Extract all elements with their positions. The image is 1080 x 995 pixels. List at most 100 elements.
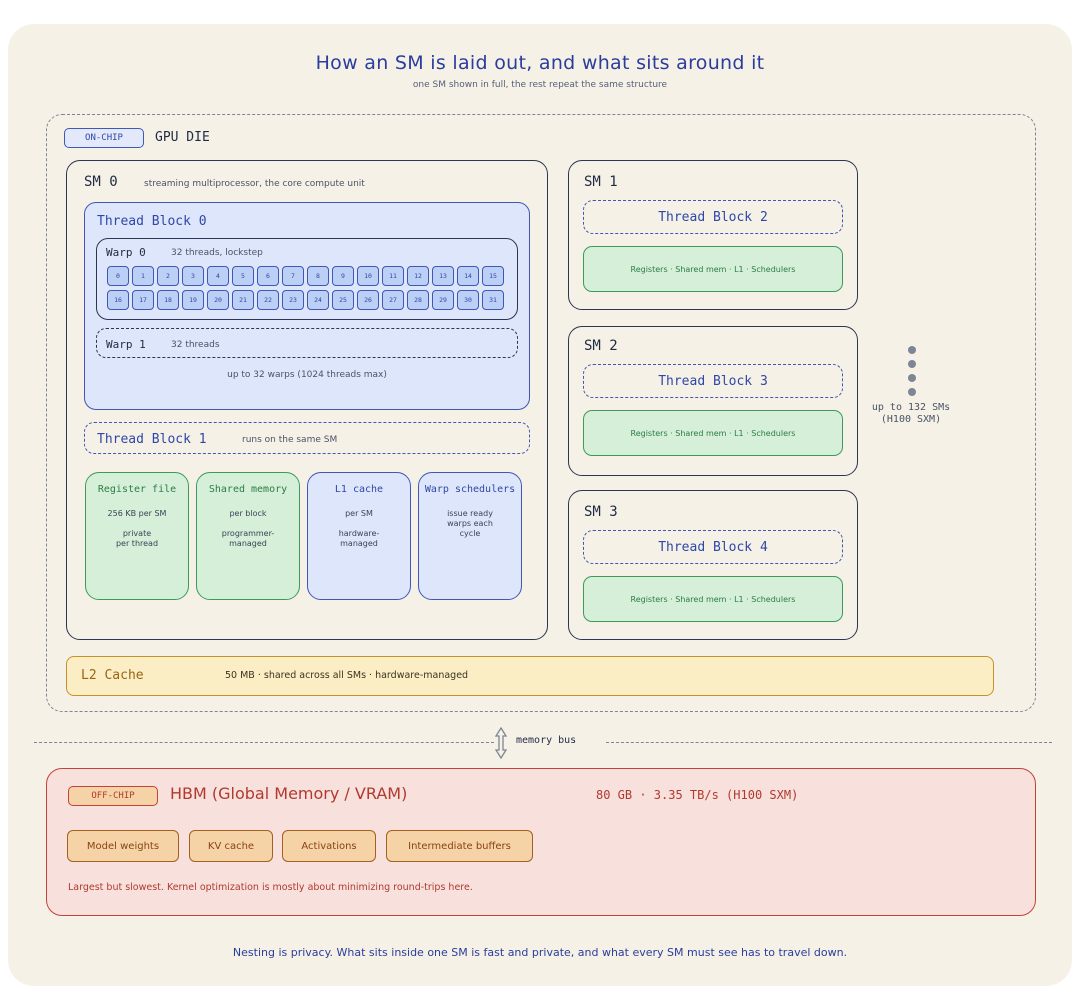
l1-cache-line: per SM <box>345 509 373 518</box>
thread-cell: 12 <box>407 266 429 286</box>
thread-cell: 22 <box>257 290 279 310</box>
memory-bus-line-left <box>34 742 494 743</box>
thread-cell: 10 <box>357 266 379 286</box>
l1-cache-line: hardware- <box>338 529 380 538</box>
l1-cache-line: managed <box>340 539 378 548</box>
hbm-chip-model-weights: Model weights <box>67 830 179 862</box>
thread-cell: 24 <box>307 290 329 310</box>
thread-cell: 27 <box>382 290 404 310</box>
thread-block-4: Thread Block 4 <box>583 530 843 564</box>
register-file-line: per thread <box>115 539 159 548</box>
l1-cache-title: L1 cache <box>334 484 384 495</box>
thread-cell: 6 <box>257 266 279 286</box>
hbm-chip-activations: Activations <box>282 830 376 862</box>
thread-cell: 25 <box>332 290 354 310</box>
hbm-chip-intermediate-buffers: Intermediate buffers <box>386 830 533 862</box>
gpu-die-region <box>46 114 1036 712</box>
thread-cell: 8 <box>307 266 329 286</box>
thread-cell: 4 <box>207 266 229 286</box>
sm-2-resources: Registers · Shared mem · L1 · Schedulers <box>583 410 843 456</box>
l2-cache-bar <box>66 656 994 696</box>
thread-cell: 20 <box>207 290 229 310</box>
thread-cell: 3 <box>182 266 204 286</box>
thread-cell: 30 <box>457 290 479 310</box>
sm-1-resources: Registers · Shared mem · L1 · Schedulers <box>583 246 843 292</box>
thread-block-1 <box>84 422 530 454</box>
hbm-note: Largest but slowest. Kernel optimization… <box>68 882 473 893</box>
thread-block-3: Thread Block 3 <box>583 364 843 398</box>
thread-cell: 0 <box>107 266 129 286</box>
warp-1 <box>96 328 518 358</box>
thread-cell: 13 <box>432 266 454 286</box>
thread-cell: 14 <box>457 266 479 286</box>
l1-cache-line <box>308 519 410 529</box>
diagram-footer: Nesting is privacy. What sits inside one… <box>232 946 848 959</box>
shared-memory-title: Shared memory <box>208 484 288 495</box>
register-file-box: Register file 256 KB per SM private per … <box>85 472 189 600</box>
warp-schedulers-line: cycle <box>459 529 481 538</box>
thread-cell: 21 <box>232 290 254 310</box>
warp-schedulers-box: Warp schedulers issue ready warps each c… <box>418 472 522 600</box>
register-file-line: private <box>122 529 152 538</box>
sm-2-label: SM 2 <box>584 338 618 354</box>
thread-cell: 18 <box>157 290 179 310</box>
memory-bus-arrow-icon <box>494 727 508 759</box>
shared-memory-line: managed <box>229 539 267 548</box>
thread-block-2: Thread Block 2 <box>583 200 843 234</box>
thread-cell: 7 <box>282 266 304 286</box>
diagram-canvas: How an SM is laid out, and what sits aro… <box>8 24 1072 986</box>
warp-0-label: Warp 0 <box>106 246 146 259</box>
memory-bus-label: memory bus <box>516 735 577 746</box>
thread-cell: 9 <box>332 266 354 286</box>
thread-cell: 26 <box>357 290 379 310</box>
thread-cell: 15 <box>482 266 504 286</box>
thread-cell: 5 <box>232 266 254 286</box>
thread-block-1-note: runs on the same SM <box>242 435 338 445</box>
warp-1-note: 32 threads <box>171 340 220 350</box>
register-file-title: Register file <box>97 484 177 495</box>
thread-block-0-label: Thread Block 0 <box>97 214 207 229</box>
shared-memory-line <box>197 519 299 529</box>
shared-memory-line: per block <box>229 509 267 518</box>
sm-0-description: streaming multiprocessor, the core compu… <box>144 179 365 189</box>
thread-block-2-label: Thread Block 2 <box>658 209 768 225</box>
register-file-line: 256 KB per SM <box>107 509 167 518</box>
thread-block-0-capacity-note: up to 32 warps (1024 threads max) <box>227 370 387 380</box>
thread-cell: 17 <box>132 290 154 310</box>
off-chip-tag: OFF-CHIP <box>68 786 158 806</box>
hbm-spec: 80 GB · 3.35 TB/s (H100 SXM) <box>596 788 799 802</box>
diagram-subtitle: one SM shown in full, the rest repeat th… <box>412 80 668 90</box>
hbm-chip-kv-cache: KV cache <box>189 830 273 862</box>
warp-schedulers-title: Warp schedulers <box>424 484 516 495</box>
register-file-line <box>86 519 188 529</box>
shared-memory-box: Shared memory per block programmer- mana… <box>196 472 300 600</box>
memory-bus-line-right <box>606 742 1052 743</box>
more-sms-label: up to 132 SMs (H100 SXM) <box>861 402 961 426</box>
diagram-title: How an SM is laid out, and what sits aro… <box>315 52 765 74</box>
shared-memory-line: programmer- <box>221 529 275 538</box>
thread-cell: 19 <box>182 290 204 310</box>
warp-1-label: Warp 1 <box>106 338 146 351</box>
thread-cell: 1 <box>132 266 154 286</box>
thread-block-4-label: Thread Block 4 <box>658 539 768 555</box>
sm-1-label: SM 1 <box>584 174 618 190</box>
on-chip-tag: ON-CHIP <box>64 128 144 148</box>
thread-block-1-label: Thread Block 1 <box>97 432 207 447</box>
l1-cache-box: L1 cache per SM hardware- managed <box>307 472 411 600</box>
warp-0-note: 32 threads, lockstep <box>171 248 263 258</box>
thread-cell: 11 <box>382 266 404 286</box>
l2-cache-description: 50 MB · shared across all SMs · hardware… <box>225 670 469 681</box>
warp-schedulers-line: warps each <box>447 519 493 528</box>
thread-cell: 23 <box>282 290 304 310</box>
thread-cell: 29 <box>432 290 454 310</box>
hbm-title: HBM (Global Memory / VRAM) <box>170 784 408 803</box>
warp-schedulers-line: issue ready <box>447 509 493 518</box>
thread-block-3-label: Thread Block 3 <box>658 373 768 389</box>
more-sms-line: up to 132 SMs <box>871 402 951 413</box>
l2-cache-label: L2 Cache <box>81 668 144 683</box>
more-sms-line: (H100 SXM) <box>880 414 942 425</box>
thread-cell: 31 <box>482 290 504 310</box>
sm-0-label: SM 0 <box>84 174 118 190</box>
thread-cell: 28 <box>407 290 429 310</box>
gpu-die-label: GPU DIE <box>155 130 210 145</box>
